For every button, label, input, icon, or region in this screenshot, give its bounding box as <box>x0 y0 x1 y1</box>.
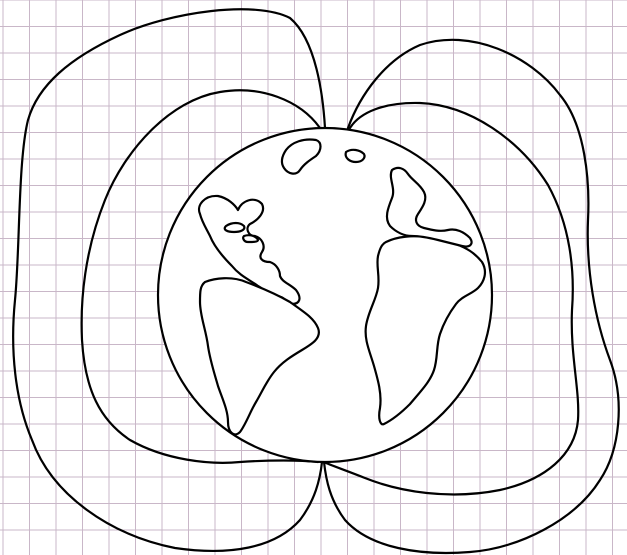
arctic-island <box>346 150 365 162</box>
caribbean-island <box>243 235 258 242</box>
earth-globe <box>158 128 492 462</box>
great-lakes <box>225 223 245 232</box>
